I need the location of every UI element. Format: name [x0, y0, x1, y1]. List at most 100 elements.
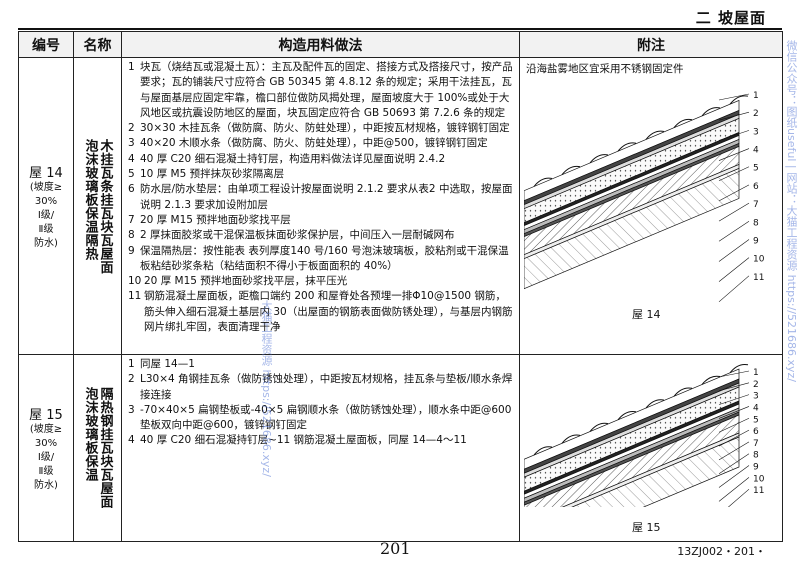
callout-leader [718, 202, 750, 222]
step-text: 2 厚抹面胶浆或干混保温板抹面砂浆保护层，中间压入一层耐碱网布 [140, 229, 455, 242]
tile-ridge [533, 446, 553, 456]
step-number: 2 [128, 373, 135, 386]
callout-number: 11 [753, 486, 764, 496]
tile-ridge [701, 107, 721, 117]
roof14-step: 6 防水层/防水垫层：由单项工程设计按屋面说明 2.1.2 要求从表2 中选取，按… [128, 182, 515, 213]
callout-leader [718, 382, 750, 392]
tile-ridge [617, 411, 637, 421]
roof14-code-sub-0: (坡度≥ [29, 181, 63, 193]
callout-leader [718, 93, 750, 101]
step-number: 1 [128, 61, 135, 73]
roof15-code-sub-3: Ⅱ级 [38, 465, 54, 477]
step-text: 保温隔热层：按性能表 表列厚度140 号/160 号泡沫玻璃板，胶粘剂或干混保温… [140, 244, 509, 272]
callout-number: 2 [753, 109, 759, 119]
callout-number: 8 [753, 218, 759, 228]
roof15-code-sub-4: 防水) [34, 479, 58, 491]
step-text: 块瓦（烧结瓦或混凝土瓦）：主瓦及配件瓦的固定、搭接方式及搭接尺寸，按产品要求；瓦… [140, 61, 513, 119]
layer-11 [571, 436, 740, 507]
roof15-step: 3 -70×40×5 扁钢垫板或-40×5 扁钢顺水条（做防锈蚀处理），顺水条中距… [128, 403, 515, 434]
callout-leader [718, 429, 750, 447]
callout-number: 7 [753, 200, 759, 210]
roof14-name: 木挂瓦条挂瓦块瓦屋面泡沫玻璃板保温隔热 [83, 139, 113, 274]
construction-table: 编号 名称 构造用料做法 附注 屋 14 (坡度≥ 30% Ⅰ级/ Ⅱ级 防水)… [18, 31, 783, 542]
callout-number: 4 [753, 146, 759, 156]
callout-number: 6 [753, 182, 759, 192]
callout-leader [718, 370, 750, 378]
roof15-code-sub-2: Ⅰ级/ [37, 451, 55, 463]
roof15-name-line-2: 泡沫玻璃板保温 [82, 387, 98, 482]
step-text: 40×20 木顺水条（做防腐、防火、防蛀处理），中距@500，镀锌钢钉固定 [140, 137, 488, 150]
callout-leader [718, 394, 750, 405]
roof14-code-cell: 屋 14 (坡度≥ 30% Ⅰ级/ Ⅱ级 防水) [18, 57, 74, 355]
page-number: 201 [380, 539, 411, 558]
step-text: 同屋 14—1 [140, 358, 195, 370]
callout-leader [718, 465, 750, 488]
step-text: L30×4 角钢挂瓦条（做防锈蚀处理），中距按瓦材规格，挂瓦条与垫板/顺水条焊接… [140, 373, 513, 401]
step-text: 20 厚 M15 预拌地面砂浆找平层 [140, 213, 291, 226]
callout-number: 10 [753, 474, 765, 484]
roof14-code: 屋 14 [29, 165, 63, 181]
col-header-method: 构造用料做法 [121, 31, 520, 58]
watermark-middle: 大猫工程资源 https://521686.xyz/ [260, 300, 273, 477]
step-text: 40 厚 C20 细石混凝土持钉层，构造用料做法详见屋面说明 2.4.2 [140, 152, 446, 165]
tile-ridge [701, 375, 721, 385]
callout-leader [718, 441, 750, 461]
table-row-roof14: 屋 14 (坡度≥ 30% Ⅰ级/ Ⅱ级 防水) 木挂瓦条挂瓦块瓦屋面泡沫玻璃板… [18, 57, 783, 355]
callout-leader [718, 477, 750, 502]
step-number: 1 [128, 358, 135, 370]
callout-leader [718, 166, 750, 181]
table-row-roof15: 屋 15 (坡度≥ 30% Ⅰ级/ Ⅱ级 防水) 隔热钢挂瓦块瓦屋面泡沫玻璃板保… [18, 354, 783, 542]
roof15-code-sub-1: 30% [34, 437, 58, 449]
callout-leader [718, 418, 750, 433]
tile-ridge [561, 434, 581, 444]
step-text: 防水层/防水垫层：由单项工程设计按屋面说明 2.1.2 要求从表2 中选取，按屋… [140, 183, 513, 211]
col-header-code: 编号 [18, 31, 74, 58]
step-text: -70×40×5 扁钢垫板或-40×5 扁钢顺水条（做防锈蚀处理），顺水条中距@… [140, 403, 512, 432]
tile-ridge [729, 363, 749, 374]
tile-ridge [673, 118, 693, 129]
col-header-name: 名称 [73, 31, 122, 58]
section-title: 二 坡屋面 [695, 9, 766, 27]
callout-number: 11 [753, 273, 764, 283]
roof14-code-sub-2: Ⅰ级/ [37, 209, 55, 221]
callout-number: 5 [753, 164, 759, 174]
roof15-code-cell: 屋 15 (坡度≥ 30% Ⅰ级/ Ⅱ级 防水) [18, 354, 74, 542]
drawing-code: 13ZJ002・201・ [677, 545, 766, 558]
tile-ridge [561, 165, 581, 176]
callout-number: 3 [753, 392, 759, 402]
callout-leader [718, 148, 750, 161]
callout-number: 9 [753, 236, 759, 246]
tile-ridge [617, 142, 637, 152]
callout-number: 8 [753, 451, 759, 461]
roof15-step: 2 L30×4 角钢挂瓦条（做防锈蚀处理），中距按瓦材规格，挂瓦条与垫板/顺水条焊… [128, 372, 515, 403]
watermark-right: 微信公众号：图纸useful | 网站：大猫工程资源 https://52168… [785, 40, 798, 382]
step-number: 6 [128, 183, 135, 196]
roof14-code-sub-3: Ⅱ级 [38, 223, 54, 235]
step-number: 4 [128, 434, 135, 447]
callout-leader [718, 453, 750, 474]
step-number: 3 [128, 403, 135, 416]
callout-leader [718, 257, 750, 282]
step-number: 9 [128, 244, 135, 257]
callout-leader [718, 184, 750, 202]
roof14-name-cell: 木挂瓦条挂瓦块瓦屋面泡沫玻璃板保温隔热 [73, 57, 122, 355]
step-number: 2 [128, 122, 135, 135]
callout-number: 1 [753, 368, 759, 378]
layer-11 [524, 167, 740, 290]
step-text: 钢筋混凝土屋面板，距檐口端约 200 和屋脊处各预埋一排Φ10@1500 钢筋，… [144, 290, 513, 334]
roof15-figure-label: 屋 15 [632, 521, 661, 534]
callout-leader [718, 275, 750, 303]
roof14-code-sub-4: 防水) [34, 237, 58, 249]
roof15-name: 隔热钢挂瓦块瓦屋面泡沫玻璃板保温 [83, 387, 113, 509]
roof15-code: 屋 15 [29, 407, 63, 423]
